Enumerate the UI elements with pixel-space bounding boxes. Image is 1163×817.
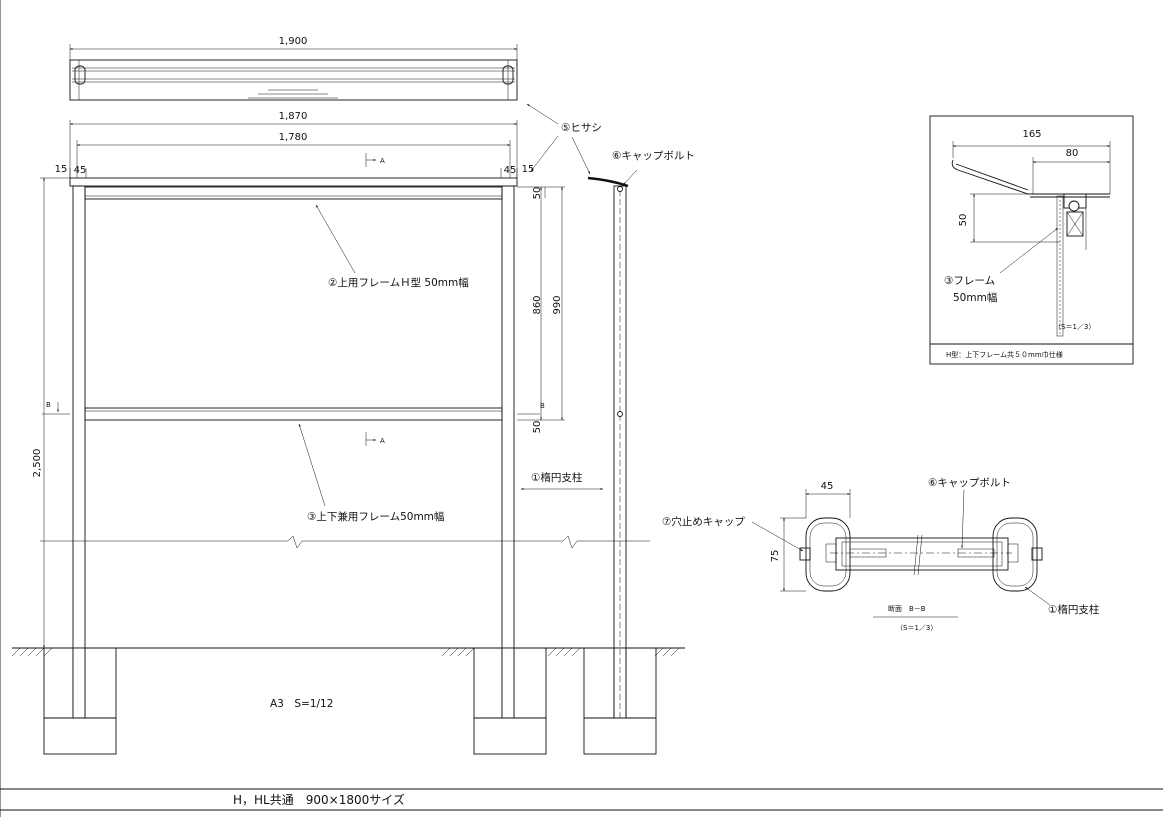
detail-a-dim-165: 165 bbox=[1022, 129, 1041, 140]
top-plan-view: 1,900 bbox=[69, 36, 518, 101]
dim-frame-upper-50: 50 bbox=[532, 187, 543, 200]
section-a-bottom-marker: A bbox=[380, 437, 385, 445]
dim-edge-right-45: 45 bbox=[504, 165, 517, 176]
detail-a-scale: （S＝1／3） bbox=[1054, 323, 1095, 331]
detail-b-section: 45 75 ⑥キャップボルト ⑦穴止めキャップ ①楕円支柱 断面 B－B （S＝… bbox=[662, 477, 1100, 632]
detail-b-dim-45: 45 bbox=[821, 481, 834, 492]
detail-a-dim-80: 80 bbox=[1066, 148, 1079, 159]
detail-b-section-title: 断面 B－B bbox=[888, 604, 926, 613]
detail-a-frame-label-1: ③フレーム bbox=[944, 275, 995, 287]
detail-b-cap-label: ⑦穴止めキャップ bbox=[662, 515, 745, 528]
detail-b-bolt-label: ⑥キャップボルト bbox=[928, 477, 1011, 489]
hisashi-label: ⑤ヒサシ bbox=[561, 122, 602, 134]
side-elevation: ⑥キャップボルト ①楕円支柱 bbox=[520, 150, 695, 719]
section-a-top-marker: A bbox=[380, 157, 385, 165]
detail-a-dim-50: 50 bbox=[958, 214, 969, 227]
dim-edge-right-15: 15 bbox=[522, 164, 535, 175]
dim-860: 860 bbox=[532, 295, 543, 314]
post-label: ①楕円支柱 bbox=[531, 471, 583, 484]
detail-b-dim-75: 75 bbox=[770, 550, 781, 563]
front-elevation: 1,870 1,780 15 45 45 15 A A bbox=[11, 111, 685, 755]
dim-1900: 1,900 bbox=[279, 36, 308, 47]
drawing-title: H，HL共通 900×1800サイズ bbox=[233, 792, 405, 807]
dim-1780: 1,780 bbox=[279, 132, 308, 143]
scale-note: A3 S=1/12 bbox=[270, 698, 333, 710]
section-b-left-marker: B bbox=[46, 401, 51, 409]
section-b-right-marker: B bbox=[540, 402, 545, 410]
detail-b-post-label: ①楕円支柱 bbox=[1048, 603, 1100, 616]
dim-frame-lower-50: 50 bbox=[532, 421, 543, 434]
detail-a-caption: H型：上下フレーム共５０mm巾仕様 bbox=[946, 350, 1063, 359]
detail-a-frame-label-2: 50mm幅 bbox=[953, 291, 997, 304]
lower-frame-label: ③上下兼用フレーム50mm幅 bbox=[307, 510, 444, 523]
dim-2500: 2,500 bbox=[32, 449, 43, 478]
dim-edge-left-15: 15 bbox=[55, 164, 68, 175]
detail-b-scale: （S＝1／3） bbox=[896, 624, 937, 632]
dim-1870: 1,870 bbox=[279, 111, 308, 122]
cap-bolt-label: ⑥キャップボルト bbox=[612, 150, 695, 162]
dim-990: 990 bbox=[552, 295, 563, 314]
dim-edge-left-45: 45 bbox=[74, 165, 87, 176]
hisashi-callout: ⑤ヒサシ bbox=[526, 103, 602, 175]
detail-a-section: H型：上下フレーム共５０mm巾仕様 165 80 50 ③フレーム 50mm幅 … bbox=[929, 115, 1134, 365]
upper-frame-label: ②上用フレームＨ型 50mm幅 bbox=[328, 276, 469, 289]
